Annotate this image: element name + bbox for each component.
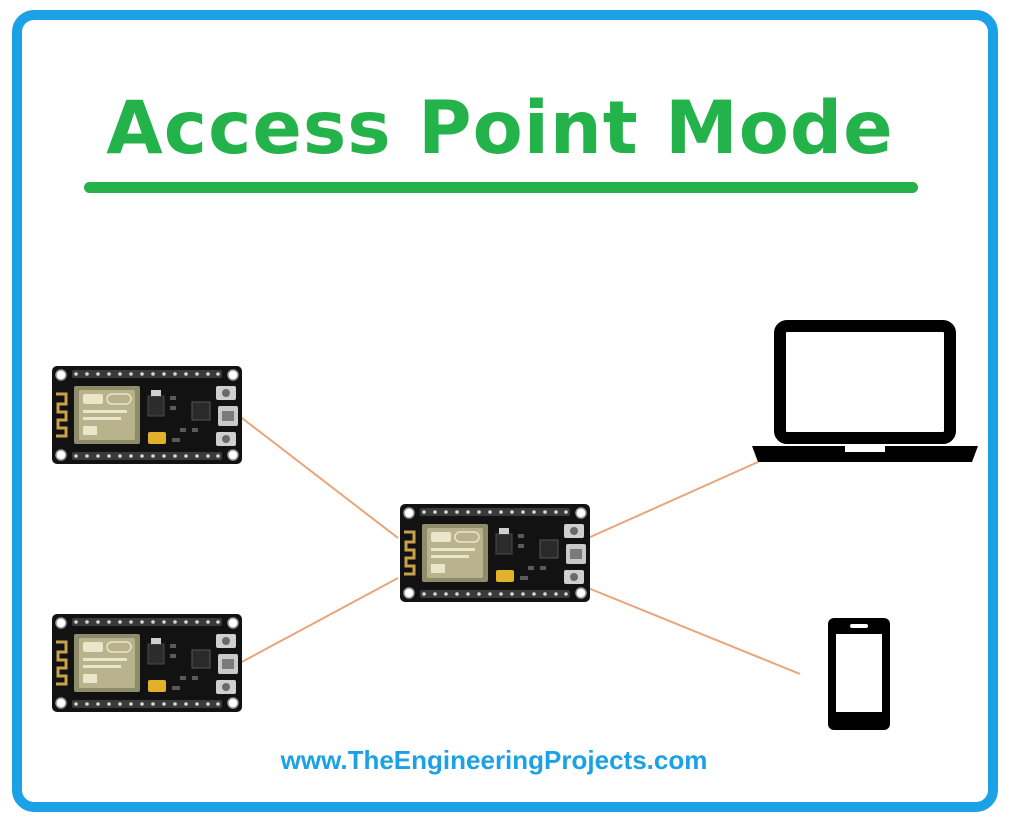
diagram-title: Access Point Mode: [106, 86, 894, 171]
link-station-1-to-ap: [237, 414, 399, 539]
station-module-1: [50, 364, 244, 466]
link-station-2-to-ap: [237, 577, 399, 665]
smartphone-icon: [828, 618, 890, 730]
title-underline: [84, 182, 918, 193]
station-module-2: [50, 612, 244, 714]
laptop-icon: [752, 320, 978, 462]
connector-lines: [237, 414, 801, 675]
access-point-module: [398, 502, 592, 604]
link-ap-to-laptop: [587, 461, 759, 539]
link-ap-to-smartphone: [587, 587, 801, 675]
website-footer: www.TheEngineeringProjects.com: [280, 745, 708, 775]
